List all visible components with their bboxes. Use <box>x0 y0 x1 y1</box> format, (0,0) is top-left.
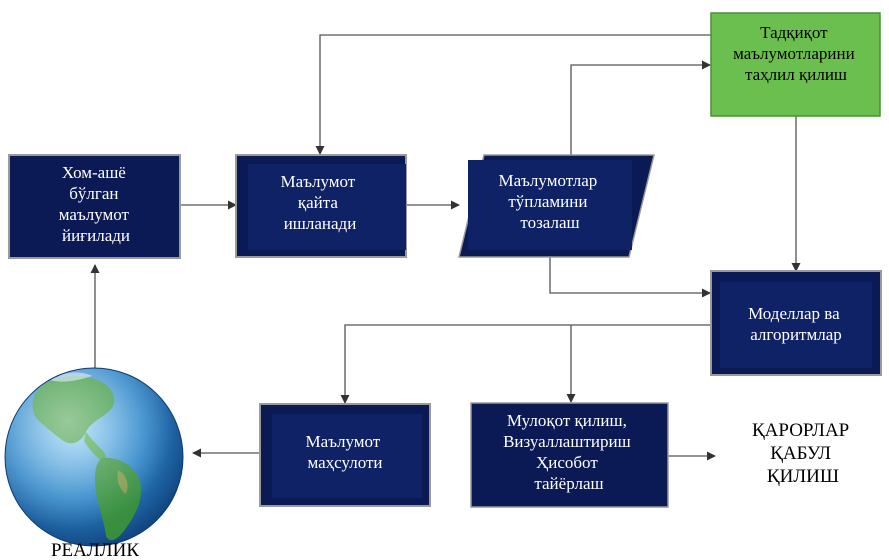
node-data-product-line-2: маҳсулоти <box>307 453 382 472</box>
node-analysis-line-1: Тадқиқот <box>760 23 828 42</box>
svg-text:Маълумот қайта ишл: Маълумот қайта ишланади <box>281 172 360 233</box>
node-communication: Мулоқот қилиш, Визуаллаштириш Ҳисобот та… <box>470 402 669 508</box>
node-models-line-1: Моделлар ва <box>748 304 840 323</box>
node-models-line-2: алгоритмлар <box>750 325 842 344</box>
svg-text:Тадқиқот маълумотларини: Тадқиқот маълумотларини таҳлил қилиш <box>733 23 859 84</box>
node-cleaning-line-3: тозалаш <box>520 213 579 232</box>
node-analysis: Тадқиқот маълумотларини таҳлил қилиш <box>710 12 881 117</box>
node-communication-line-3: Ҳисобот <box>536 453 598 472</box>
node-communication-line-1: Мулоқот қилиш, <box>507 411 627 430</box>
decisions-label: ҚАРОРЛАР ҚАБУЛ ҚИЛИШ <box>752 420 854 487</box>
connectors <box>90 34 801 461</box>
arrow-cleaning-to-models <box>549 256 711 298</box>
node-cleaning-line-1: Маълумотлар <box>498 171 597 190</box>
node-processing-line-3: ишланади <box>284 214 357 233</box>
node-communication-line-4: тайёрлаш <box>534 474 603 493</box>
arrow-models-to-data-product <box>340 324 712 404</box>
node-communication-line-2: Визуаллаштириш <box>503 432 631 451</box>
node-cleaning: Маълумотлар тўпламини тозалаш <box>458 154 655 258</box>
svg-text:Хом-ашё бўлган маъ: Хом-ашё бўлган маълумот йиғилади <box>59 163 133 245</box>
node-processing: Маълумот қайта ишланади <box>235 154 407 258</box>
node-raw-data: Хом-ашё бўлган маълумот йиғилади <box>8 154 181 259</box>
earth-globe-icon <box>4 367 184 547</box>
arrow-analysis-to-processing <box>315 34 711 155</box>
svg-text:Маълумот маҳсулоти: Маълумот маҳсулоти <box>306 432 385 472</box>
arrow-cleaning-to-analysis <box>570 60 711 156</box>
node-raw-data-line-1: Хом-ашё <box>62 163 126 182</box>
node-analysis-line-3: таҳлил қилиш <box>745 65 847 84</box>
svg-text:Маълумотлар тўпламини: Маълумотлар тўпламини тозалаш <box>498 171 601 232</box>
decisions-label-line-2: ҚАБУЛ <box>770 443 831 464</box>
node-data-product: Маълумот маҳсулоти <box>259 403 431 507</box>
node-analysis-line-2: маълумотларини <box>733 44 855 63</box>
node-raw-data-line-3: маълумот <box>59 205 130 224</box>
decisions-label-line-1: ҚАРОРЛАР <box>752 420 849 441</box>
node-data-product-line-1: Маълумот <box>306 432 381 451</box>
node-cleaning-line-2: тўпламини <box>508 192 587 211</box>
reality-label: РЕАЛЛИК <box>51 540 139 560</box>
svg-text:Мулоқот қилиш, Визуаллаш: Мулоқот қилиш, Визуаллаштириш Ҳисобот та… <box>503 411 635 493</box>
node-models: Моделлар ва алгоритмлар <box>710 270 882 376</box>
decisions-label-line-3: ҚИЛИШ <box>767 466 839 487</box>
node-processing-line-1: Маълумот <box>281 172 356 191</box>
node-raw-data-line-4: йиғилади <box>62 226 130 245</box>
node-processing-line-2: қайта <box>298 193 339 212</box>
svg-text:Моделлар ва алгоритмлар: Моделлар ва алгоритмлар <box>748 304 844 344</box>
node-raw-data-line-2: бўлган <box>69 184 118 203</box>
